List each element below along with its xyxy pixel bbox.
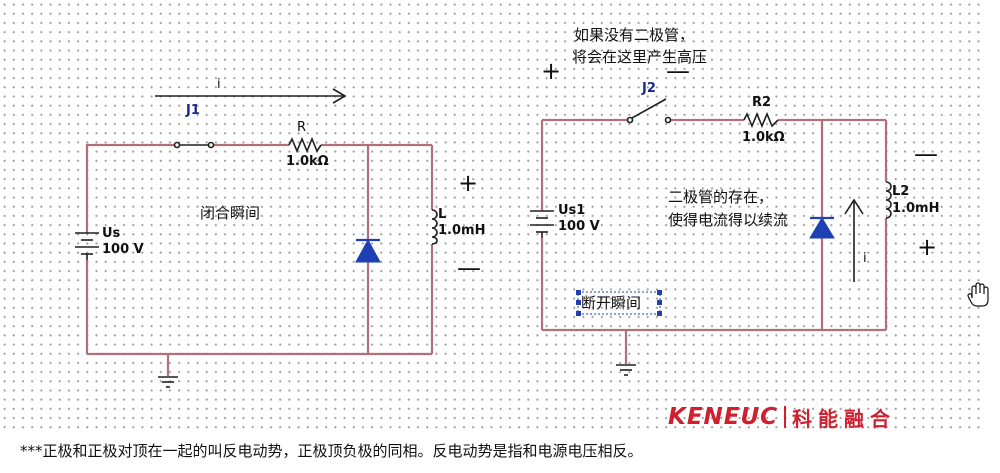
right-note-line1: 如果没有二极管，	[574, 26, 694, 44]
switch-j2	[626, 98, 672, 124]
right-top-plus-sign: +	[541, 57, 561, 85]
resistor-r2-value: 1.0kΩ	[742, 130, 785, 145]
battery-us-value: 100 V	[102, 242, 144, 257]
battery-us1-value: 100 V	[558, 219, 600, 234]
right-top-minus-sign: —	[666, 57, 690, 85]
right-current-label: i	[863, 251, 867, 266]
left-plus-sign: +	[458, 169, 478, 197]
resistor-r	[288, 136, 322, 154]
inductor-l-name: L	[438, 207, 446, 222]
right-minus-sign: —	[914, 140, 938, 168]
brand-name-en: KENEUC	[668, 404, 779, 430]
right-diode	[809, 216, 835, 239]
right-state-text[interactable]: 断开瞬间	[581, 294, 641, 312]
resistor-r2	[743, 111, 779, 129]
battery-us1-name: Us1	[558, 203, 585, 218]
inductor-l-value: 1.0mH	[438, 223, 485, 238]
diode-note-line2: 使得电流得以续流	[668, 211, 788, 229]
resistor-r-name: R	[297, 120, 306, 135]
battery-us1	[530, 210, 554, 238]
footer-caption: ***正极和正极对顶在一起的叫反电动势，正极顶负极的同相。反电动势是指和电源电压…	[20, 442, 643, 460]
brand-separator	[784, 406, 787, 428]
resistor-r2-name: R2	[752, 95, 771, 110]
left-diode	[355, 238, 381, 263]
switch-j2-label: J2	[641, 81, 656, 96]
right-note-line2: 将会在这里产生高压	[572, 48, 707, 66]
right-current-arrow-icon	[844, 198, 864, 282]
resistor-r-value: 1.0kΩ	[286, 154, 329, 169]
battery-us	[75, 232, 99, 260]
text-selection-box[interactable]	[576, 290, 662, 316]
left-current-label: i	[217, 77, 221, 92]
left-current-arrow-icon	[155, 88, 347, 104]
left-circuit	[75, 88, 438, 388]
inductor-l	[431, 209, 438, 245]
switch-j1	[173, 141, 215, 149]
inductor-l2-name: L2	[892, 184, 909, 199]
right-ground-icon	[616, 364, 636, 376]
left-state-text: 闭合瞬间	[200, 204, 260, 222]
brand-logo: KENEUC 科能融合	[668, 402, 896, 432]
right-plus-sign: +	[917, 233, 937, 261]
battery-us-name: Us	[102, 226, 121, 241]
hand-cursor-icon	[967, 282, 989, 307]
switch-j1-label: J1	[185, 103, 200, 118]
left-ground-icon	[158, 376, 178, 388]
right-circuit	[530, 98, 989, 376]
inductor-l2	[885, 181, 892, 219]
brand-name-zh: 科能融合	[792, 406, 897, 431]
left-minus-sign: —	[457, 254, 481, 282]
dot-grid-background	[0, 0, 985, 430]
inductor-l2-value: 1.0mH	[892, 201, 939, 216]
left-wire-top	[85, 143, 175, 148]
diode-note-line1: 二极管的存在，	[668, 188, 773, 206]
